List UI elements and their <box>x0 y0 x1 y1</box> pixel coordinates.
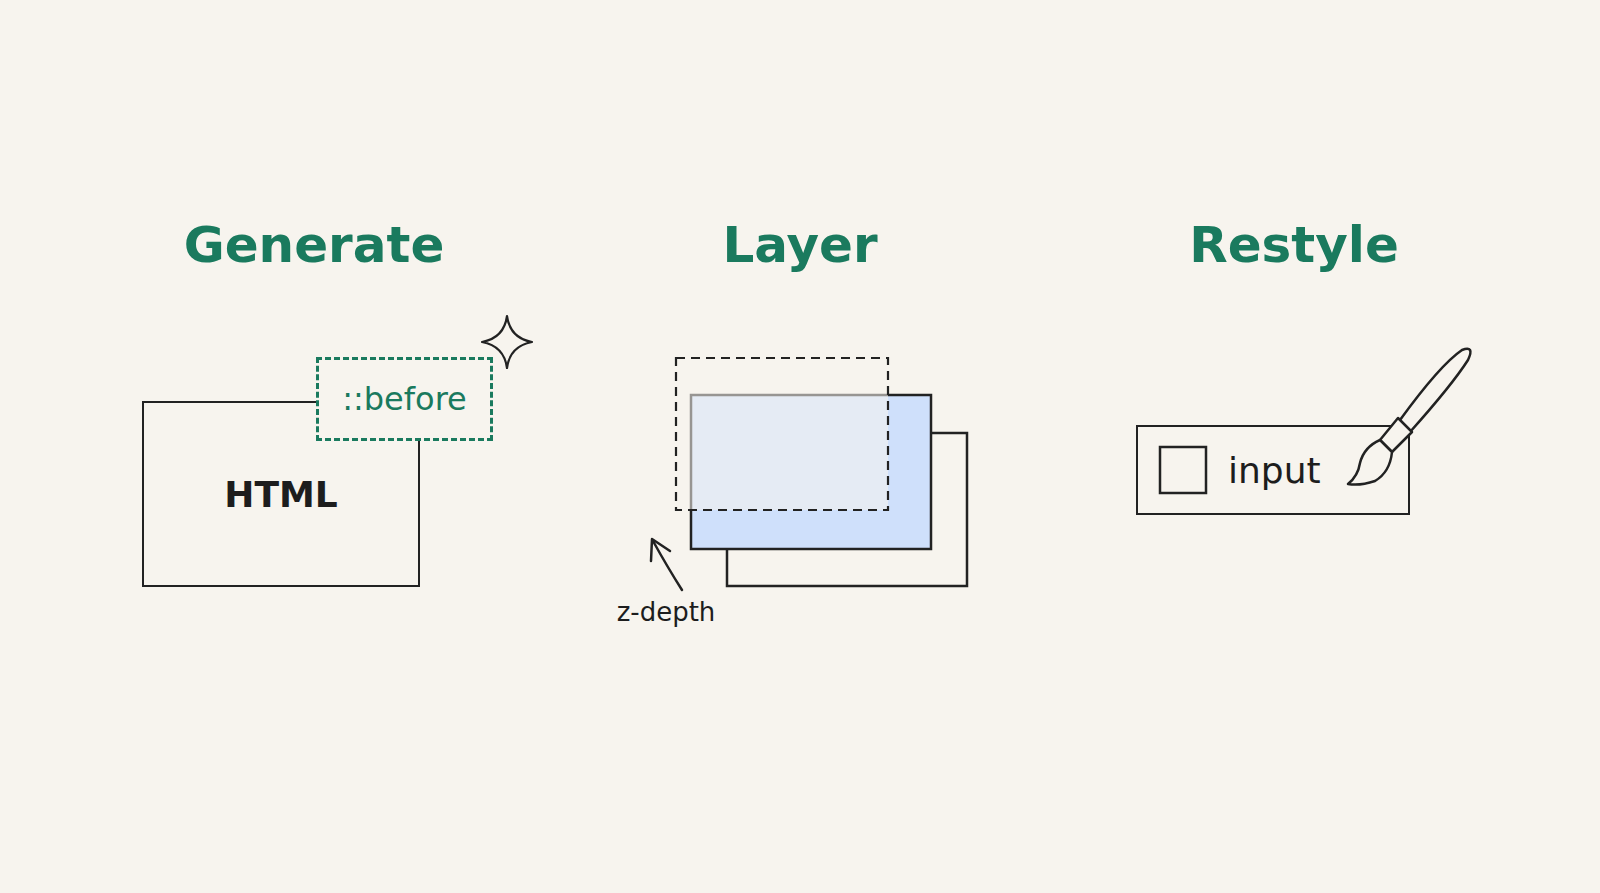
section-heading: Generate <box>184 216 445 274</box>
arrow-head <box>651 539 670 561</box>
section-heading: Layer <box>722 216 877 274</box>
dashed-layer <box>676 358 888 510</box>
checkbox-symbol <box>1160 447 1206 493</box>
brush-handle <box>1400 349 1470 432</box>
pseudo-element-box: ::before <box>316 357 493 441</box>
node-text: HTML <box>224 474 337 515</box>
section-heading: Restyle <box>1189 216 1399 274</box>
brush-ferrule <box>1380 418 1412 452</box>
brush-bristles <box>1348 440 1392 485</box>
node-text: input <box>1228 450 1321 491</box>
node-text: ::before <box>342 380 467 418</box>
input-field-box: input <box>1136 425 1410 515</box>
annotation-label: z-depth <box>617 597 716 627</box>
